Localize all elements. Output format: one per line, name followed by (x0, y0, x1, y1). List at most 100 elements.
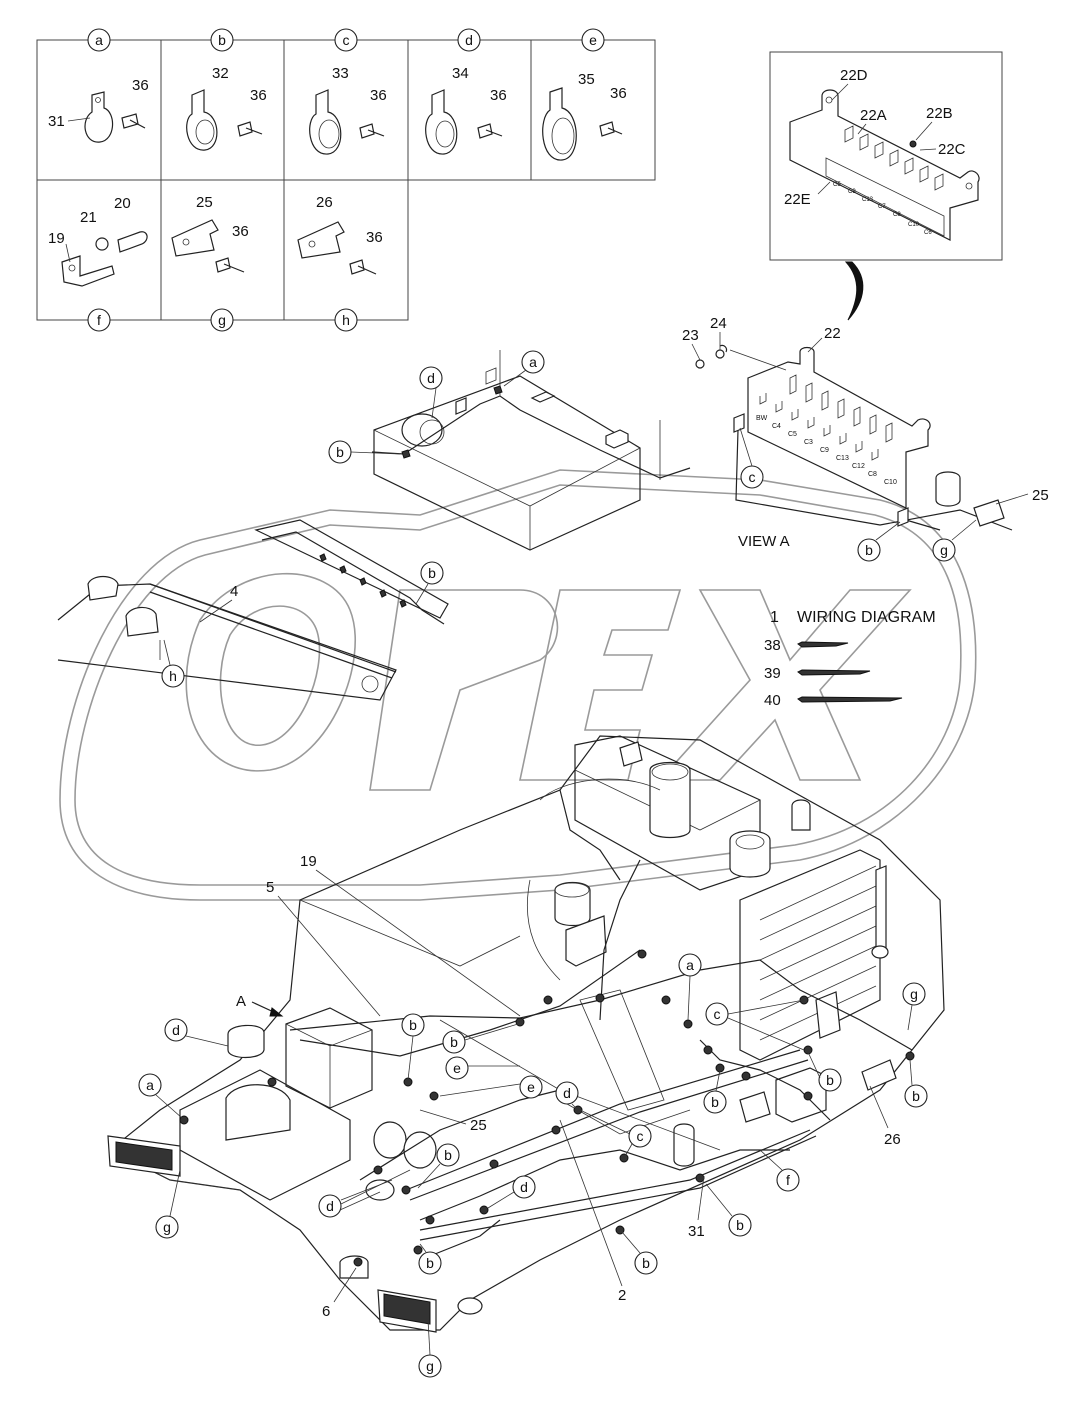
part-number: 20 (114, 195, 131, 212)
upper-beam-assembly: b (254, 519, 449, 625)
clip-ref-b: b (401, 1013, 425, 1081)
clip-ref-c: c (739, 427, 764, 489)
part-number: 25 (1032, 487, 1049, 504)
part-number: 32 (212, 65, 229, 82)
harness-clips (179, 949, 915, 1267)
work-light-assembly: 4 h (57, 575, 397, 701)
svg-text:b: b (865, 542, 873, 558)
svg-text:c: c (749, 469, 756, 485)
fuse-label: C6 (924, 230, 932, 236)
svg-text:C3: C3 (804, 439, 813, 446)
svg-text:b: b (409, 1017, 417, 1033)
fuse-row (844, 125, 944, 191)
part-number: 22D (840, 67, 868, 84)
fuse-label: C10 (908, 222, 920, 228)
part-number: 36 (610, 85, 627, 102)
part-number: 39 (764, 665, 781, 682)
part-number: 36 (370, 87, 387, 104)
clip-reference-table: a b c d e f g h 31 36 32 36 (36, 28, 656, 332)
svg-text:d: d (520, 1179, 528, 1195)
svg-text:c: c (343, 32, 350, 48)
part-number: 2 (618, 1287, 626, 1304)
clip-ref-g: g (902, 982, 926, 1031)
part-number: 36 (490, 87, 507, 104)
part-number: 22C (938, 141, 966, 158)
clip-ref-d: d (487, 1175, 536, 1209)
svg-text:g: g (218, 312, 226, 328)
svg-text:c: c (714, 1006, 721, 1022)
svg-text:c: c (637, 1128, 644, 1144)
part-number: 21 (80, 209, 97, 226)
svg-text:d: d (326, 1198, 334, 1214)
clip-ref-a: a (678, 953, 702, 1021)
part-number: 36 (232, 223, 249, 240)
svg-text:a: a (686, 957, 694, 973)
svg-text:C12: C12 (852, 463, 865, 470)
view-a-pointer-arrow (844, 261, 864, 321)
item-number: 1 (770, 609, 779, 626)
part-number: 36 (366, 229, 383, 246)
svg-text:g: g (940, 542, 948, 558)
svg-text:b: b (642, 1255, 650, 1271)
svg-text:f: f (97, 312, 101, 328)
svg-text:d: d (427, 370, 435, 386)
svg-text:b: b (428, 565, 436, 581)
svg-text:C4: C4 (772, 423, 781, 430)
svg-text:g: g (910, 986, 918, 1002)
column-label-f: f (87, 308, 111, 332)
part-number: 33 (332, 65, 349, 82)
view-a-callouts: 23 24 22 25 c b g VIEW A (682, 315, 1049, 562)
svg-text:g: g (163, 1219, 171, 1235)
clip-ref-b: b (857, 521, 901, 562)
part-number: 40 (764, 692, 781, 709)
fuse-label: C5 (833, 182, 841, 188)
part-number: 36 (250, 87, 267, 104)
clip-cell-e: 35 36 (542, 71, 627, 161)
clip-cell-b: 32 36 (186, 65, 267, 151)
clip-cell-h: 26 36 (297, 194, 383, 275)
clip-ref-a: a (138, 1073, 183, 1119)
svg-text:f: f (786, 1172, 790, 1188)
clip-ref-b: b (328, 440, 401, 464)
svg-text:e: e (527, 1079, 535, 1095)
clip-ref-e: e (445, 1056, 520, 1080)
clip-ref-b: b (621, 1231, 658, 1275)
part-number: 5 (266, 879, 274, 896)
clip-ref-d: d (555, 1081, 579, 1111)
svg-text:a: a (95, 32, 103, 48)
svg-text:b: b (826, 1072, 834, 1088)
watermark-logo (59, 469, 977, 901)
clip-ref-b: b (807, 1051, 842, 1092)
svg-text:BW: BW (756, 415, 768, 422)
main-callouts: 19 5 25 31 2 6 26 A d a g b b e e d d b … (138, 853, 928, 1378)
part-number: 22E (784, 191, 811, 208)
clip-ref-b: b (415, 561, 444, 605)
wiring-harness (179, 789, 915, 1267)
part-number: 25 (470, 1117, 487, 1134)
part-number: 19 (300, 853, 317, 870)
clip-ref-e: e (439, 1075, 543, 1099)
upper-box-assembly: a d b (328, 350, 691, 551)
svg-text:e: e (589, 32, 597, 48)
svg-text:h: h (169, 668, 177, 684)
svg-text:C10: C10 (884, 479, 897, 486)
clip-ref-c: c (705, 999, 805, 1051)
svg-text:A: A (236, 993, 246, 1010)
svg-text:d: d (563, 1085, 571, 1101)
clip-ref-d: d (164, 1018, 229, 1047)
svg-text:g: g (426, 1358, 434, 1374)
svg-text:b: b (336, 444, 344, 460)
svg-text:d: d (465, 32, 473, 48)
svg-text:C8: C8 (868, 471, 877, 478)
fuse-label: C7 (878, 204, 886, 210)
clip-ref-a: a (503, 350, 545, 387)
clip-ref-d: d (419, 366, 443, 419)
clip-ref-g: g (932, 519, 977, 562)
column-label-d: d (457, 28, 481, 52)
part-number: 22A (860, 107, 887, 124)
wiring-diagram-key: 1 WIRING DIAGRAM 38 39 40 (764, 609, 936, 709)
part-number: 6 (322, 1303, 330, 1320)
fuse-box-detail-inset: C5 C9 C13 C7 C8 C10 C6 22D 22A 22B 22C 2… (769, 51, 1003, 261)
clip-ref-b: b (703, 1069, 727, 1114)
view-a-title: VIEW A (738, 533, 790, 550)
